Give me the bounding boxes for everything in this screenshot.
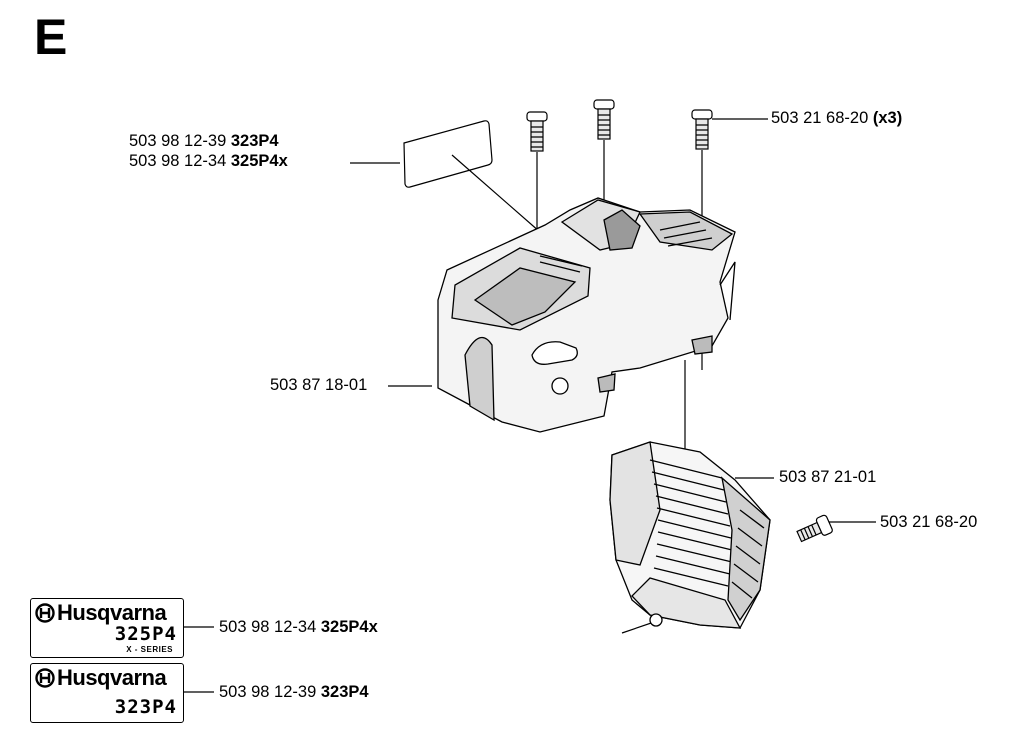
brand-name: Husqvarna bbox=[57, 600, 167, 625]
husqvarna-crown-icon bbox=[35, 603, 55, 623]
leader-label-to-cover bbox=[451, 154, 541, 233]
label-sticker bbox=[403, 120, 493, 188]
decal-325p4: Husqvarna 325P4 X - SERIES bbox=[30, 598, 184, 658]
callout-decal-325: 503 98 12-34 325P4x bbox=[219, 618, 378, 636]
callout-label-325: 503 98 12-34 325P4x bbox=[129, 152, 288, 170]
engine-cover-icon bbox=[437, 197, 736, 433]
callout-cover: 503 87 18-01 bbox=[270, 376, 368, 394]
model-name: 325P4 bbox=[114, 623, 177, 645]
screw-icon bbox=[691, 109, 713, 150]
husqvarna-crown-icon bbox=[35, 668, 55, 688]
screw-icon bbox=[526, 111, 548, 152]
callout-label-323: 503 98 12-39 323P4 bbox=[129, 132, 279, 150]
decal-323p4: Husqvarna 323P4 bbox=[30, 663, 184, 723]
section-letter: E bbox=[34, 9, 68, 65]
callout-cylinder-cover: 503 87 21-01 bbox=[779, 468, 877, 486]
cylinder-cover-icon bbox=[609, 441, 771, 629]
screw-icon bbox=[796, 514, 833, 543]
series-name: X - SERIES bbox=[126, 645, 173, 654]
callout-screw-top: 503 21 68-20 (x3) bbox=[771, 109, 903, 127]
screw-icon bbox=[593, 99, 615, 140]
model-name: 323P4 bbox=[114, 696, 177, 718]
callout-screw-side: 503 21 68-20 bbox=[880, 513, 978, 531]
callout-decal-323: 503 98 12-39 323P4 bbox=[219, 683, 369, 701]
brand-name: Husqvarna bbox=[57, 665, 167, 690]
